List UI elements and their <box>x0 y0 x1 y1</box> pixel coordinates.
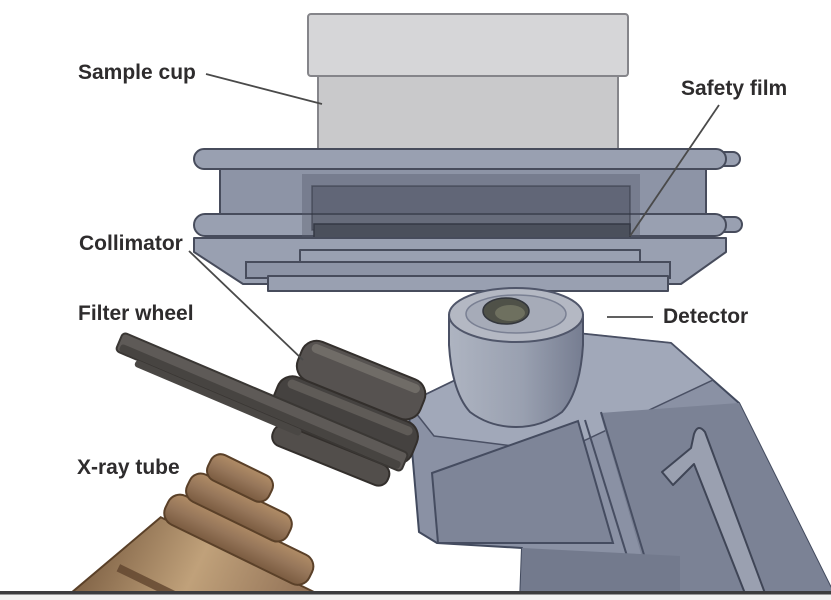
label-xray-tube: X-ray tube <box>77 456 180 479</box>
leader-lines <box>188 73 720 361</box>
xray-tube-graphic <box>15 453 315 600</box>
label-safety-film: Safety film <box>681 77 788 100</box>
sample-stage-graphic <box>193 148 743 292</box>
safety-film-graphic <box>313 223 631 239</box>
label-collimator: Collimator <box>79 232 183 255</box>
bottom-border-line <box>0 591 831 600</box>
label-filter-wheel: Filter wheel <box>78 302 194 325</box>
detector-graphic <box>407 287 831 600</box>
collimator-graphic <box>271 339 427 487</box>
filter-wheel-graphic <box>115 332 409 472</box>
label-sample-cup: Sample cup <box>78 61 196 84</box>
label-detector: Detector <box>663 305 749 328</box>
